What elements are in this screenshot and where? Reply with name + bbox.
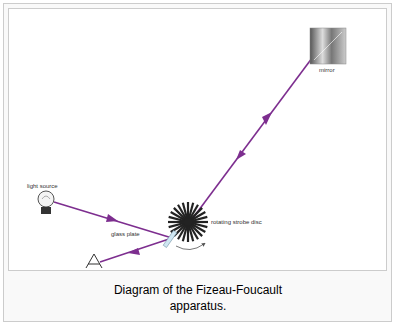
glass-plate: [163, 230, 177, 247]
part-label: mirror: [318, 67, 336, 74]
image-frame: [9, 9, 387, 271]
part-label: rotating strobe disc: [210, 219, 263, 226]
thumb-frame: [4, 4, 392, 322]
light-beam: [54, 50, 318, 262]
observer-eye: [86, 254, 102, 268]
rotation-arrow: [176, 244, 204, 250]
mirror-symbol: [310, 28, 346, 64]
part-label: glass plate: [110, 231, 141, 238]
beam-arrowhead: [106, 112, 272, 255]
figure-caption: Diagram of the Fizeau-Foucault apparatus…: [98, 282, 298, 314]
part-label: light source: [26, 183, 59, 190]
light-bulb: [38, 191, 54, 214]
